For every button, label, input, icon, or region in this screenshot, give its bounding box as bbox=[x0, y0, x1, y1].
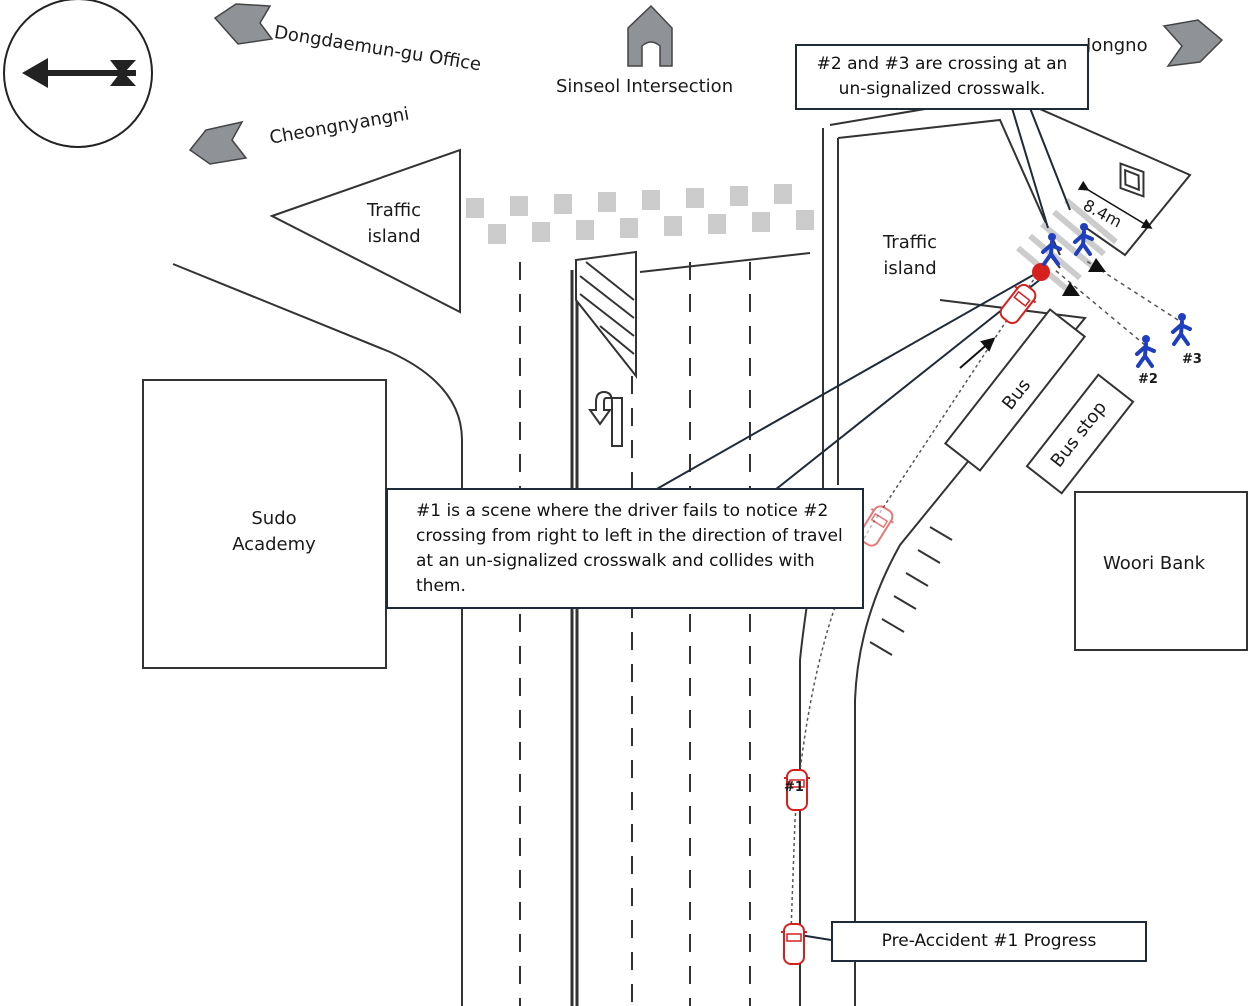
pedestrian-direction-arrow bbox=[1062, 282, 1080, 296]
crosswalk-block bbox=[598, 192, 616, 212]
crosswalk-block bbox=[510, 196, 528, 216]
sinseol-label: Sinseol Intersection bbox=[556, 76, 734, 97]
u-turn-arrow-icon bbox=[588, 390, 623, 447]
crosswalk-block bbox=[686, 188, 704, 208]
right-direction-sign-icon bbox=[1162, 19, 1224, 67]
measurement-arrow bbox=[1077, 180, 1153, 229]
sudo-academy-building bbox=[142, 379, 387, 669]
vehicle-1-collision bbox=[994, 279, 1042, 329]
left-direction-sign-icon bbox=[188, 120, 248, 165]
curb-hatch bbox=[869, 526, 953, 656]
crosswalk-block bbox=[554, 194, 572, 214]
sudo-academy-label: Sudo Academy bbox=[232, 508, 316, 555]
vehicle-1-bottom bbox=[780, 923, 808, 965]
crosswalk-block bbox=[466, 198, 484, 218]
bus-stop-shape bbox=[1025, 373, 1135, 495]
jongno-label: Jongno bbox=[1086, 35, 1148, 56]
crossing-callout: #2 and #3 are crossing at an un-signaliz… bbox=[795, 44, 1089, 110]
pedestrian-2-label: #2 bbox=[1138, 372, 1158, 387]
crosswalk-block bbox=[488, 224, 506, 244]
woori-bank-label: Woori Bank bbox=[1103, 553, 1206, 574]
crosswalk-block bbox=[708, 214, 726, 234]
traffic-island-left-label: Traffic island bbox=[366, 200, 422, 247]
pedestrian-3-label: #3 bbox=[1182, 352, 1202, 367]
pedestrian-2-start bbox=[1135, 333, 1156, 368]
crosswalk-block bbox=[664, 216, 682, 236]
lane-markings bbox=[519, 262, 751, 1006]
north-arrow-icon bbox=[22, 58, 136, 88]
crosswalk-block bbox=[752, 212, 770, 232]
crosswalk-block bbox=[730, 186, 748, 206]
scene-callout: #1 is a scene where the driver fails to … bbox=[386, 488, 864, 609]
traffic-island-right-label: Traffic island bbox=[882, 232, 938, 279]
up-direction-sign-icon bbox=[627, 4, 673, 67]
pedestrian-direction-arrow bbox=[1088, 258, 1106, 272]
progress-callout: Pre-Accident #1 Progress bbox=[831, 921, 1147, 962]
woori-bank-building bbox=[1074, 491, 1248, 651]
striped-median bbox=[575, 250, 637, 379]
crosswalk-block bbox=[576, 220, 594, 240]
crosswalk-block bbox=[532, 222, 550, 242]
left-direction-sign-icon bbox=[213, 3, 274, 45]
bus-shape bbox=[943, 308, 1087, 472]
crosswalk-top bbox=[466, 184, 814, 244]
vehicle-label: #1 bbox=[784, 780, 804, 795]
crosswalk-block bbox=[642, 190, 660, 210]
direction-arrow bbox=[959, 337, 996, 369]
pedestrian-3-at-crossing bbox=[1073, 221, 1094, 256]
collision-point-icon bbox=[1032, 263, 1050, 281]
center-line bbox=[570, 270, 579, 1006]
callout-pointers bbox=[654, 107, 1071, 941]
compass bbox=[3, 0, 153, 148]
crosswalk-block bbox=[796, 210, 814, 230]
crosswalk-block bbox=[620, 218, 638, 238]
diamond-road-marking-icon bbox=[1119, 162, 1145, 198]
crosswalk-block bbox=[774, 184, 792, 204]
